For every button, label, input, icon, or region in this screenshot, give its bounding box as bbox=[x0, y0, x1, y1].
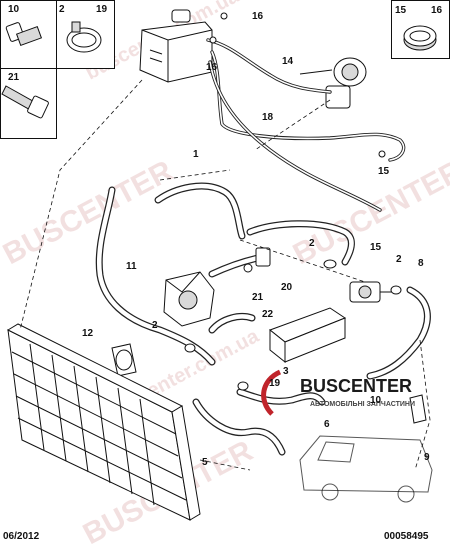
bolt-icon bbox=[1, 85, 49, 119]
clamps bbox=[184, 259, 402, 391]
thermostat-housing bbox=[163, 271, 215, 327]
callout-label: 19 bbox=[96, 4, 108, 15]
control-valve bbox=[349, 281, 398, 303]
spring-clamp-icon bbox=[403, 25, 437, 51]
leader-lines bbox=[19, 79, 431, 471]
callout-label: 2 bbox=[396, 254, 402, 265]
watermark-brand: BUSCENTER bbox=[288, 154, 450, 271]
callout-label: 2 bbox=[309, 238, 315, 249]
logo-name: BUSCENTER bbox=[300, 376, 412, 396]
hose-clamp-icon bbox=[66, 21, 102, 53]
auxiliary-pump bbox=[299, 57, 367, 109]
callout-label: 15 bbox=[378, 166, 390, 177]
heat-exchanger bbox=[268, 307, 347, 364]
radiator bbox=[6, 323, 201, 521]
expansion-tank bbox=[139, 9, 213, 83]
callout-label: 21 bbox=[252, 292, 264, 303]
bolt-icon bbox=[5, 22, 43, 47]
callout-label: 15 bbox=[395, 5, 407, 16]
callout-label: 16 bbox=[206, 62, 218, 73]
callout-label: 18 bbox=[262, 112, 274, 123]
callout-label: 10 bbox=[370, 395, 382, 406]
hose-11 bbox=[95, 186, 216, 366]
callout-label: 20 bbox=[281, 282, 293, 293]
callout-label: 5 bbox=[202, 457, 208, 468]
callout-label: 2 bbox=[59, 4, 65, 15]
callout-label: 12 bbox=[82, 328, 94, 339]
callout-label: 2 bbox=[152, 320, 158, 331]
callout-label: 1 bbox=[193, 149, 199, 160]
hose-5 bbox=[192, 398, 286, 456]
hose-20 bbox=[208, 247, 271, 278]
diagram-reference: 00058495 bbox=[384, 531, 429, 542]
callout-label: 22 bbox=[262, 309, 274, 320]
callout-label: 21 bbox=[8, 72, 20, 83]
hose-22 bbox=[208, 313, 256, 334]
buscenter-logo: BUSCENTER АВТОМОБІЛЬНІ ЗАПЧАСТИНИ bbox=[261, 369, 433, 503]
callout-labels: 10 2 19 21 16 16 14 15 16 18 15 1 15 2 1… bbox=[8, 4, 443, 468]
callout-label: 8 bbox=[418, 258, 424, 269]
diagram-date: 06/2012 bbox=[3, 531, 40, 542]
callout-label: 11 bbox=[126, 261, 137, 272]
hose-8 bbox=[366, 286, 431, 380]
bleed-hoses bbox=[206, 12, 406, 212]
bracket-12 bbox=[111, 343, 137, 377]
hose-3 bbox=[236, 388, 326, 406]
callout-label: 16 bbox=[252, 11, 264, 22]
bracket-9 bbox=[409, 394, 427, 424]
hose-1 bbox=[154, 182, 246, 240]
watermark-brand: BUSCENTER bbox=[0, 154, 178, 271]
detail-box-fasteners bbox=[0, 0, 115, 139]
hose-upper-right bbox=[246, 220, 355, 266]
callout-label: 9 bbox=[424, 452, 430, 463]
logo-tagline: АВТОМОБІЛЬНІ ЗАПЧАСТИНИ bbox=[310, 401, 415, 408]
callout-label: 14 bbox=[282, 56, 294, 67]
callout-label: 16 bbox=[431, 5, 443, 16]
detail-box-clamp bbox=[391, 0, 450, 59]
callout-label: 19 bbox=[269, 378, 281, 389]
callout-label: 10 bbox=[8, 4, 20, 15]
callout-label: 15 bbox=[370, 242, 382, 253]
callout-label: 3 bbox=[283, 366, 289, 377]
callout-label: 6 bbox=[324, 419, 330, 430]
